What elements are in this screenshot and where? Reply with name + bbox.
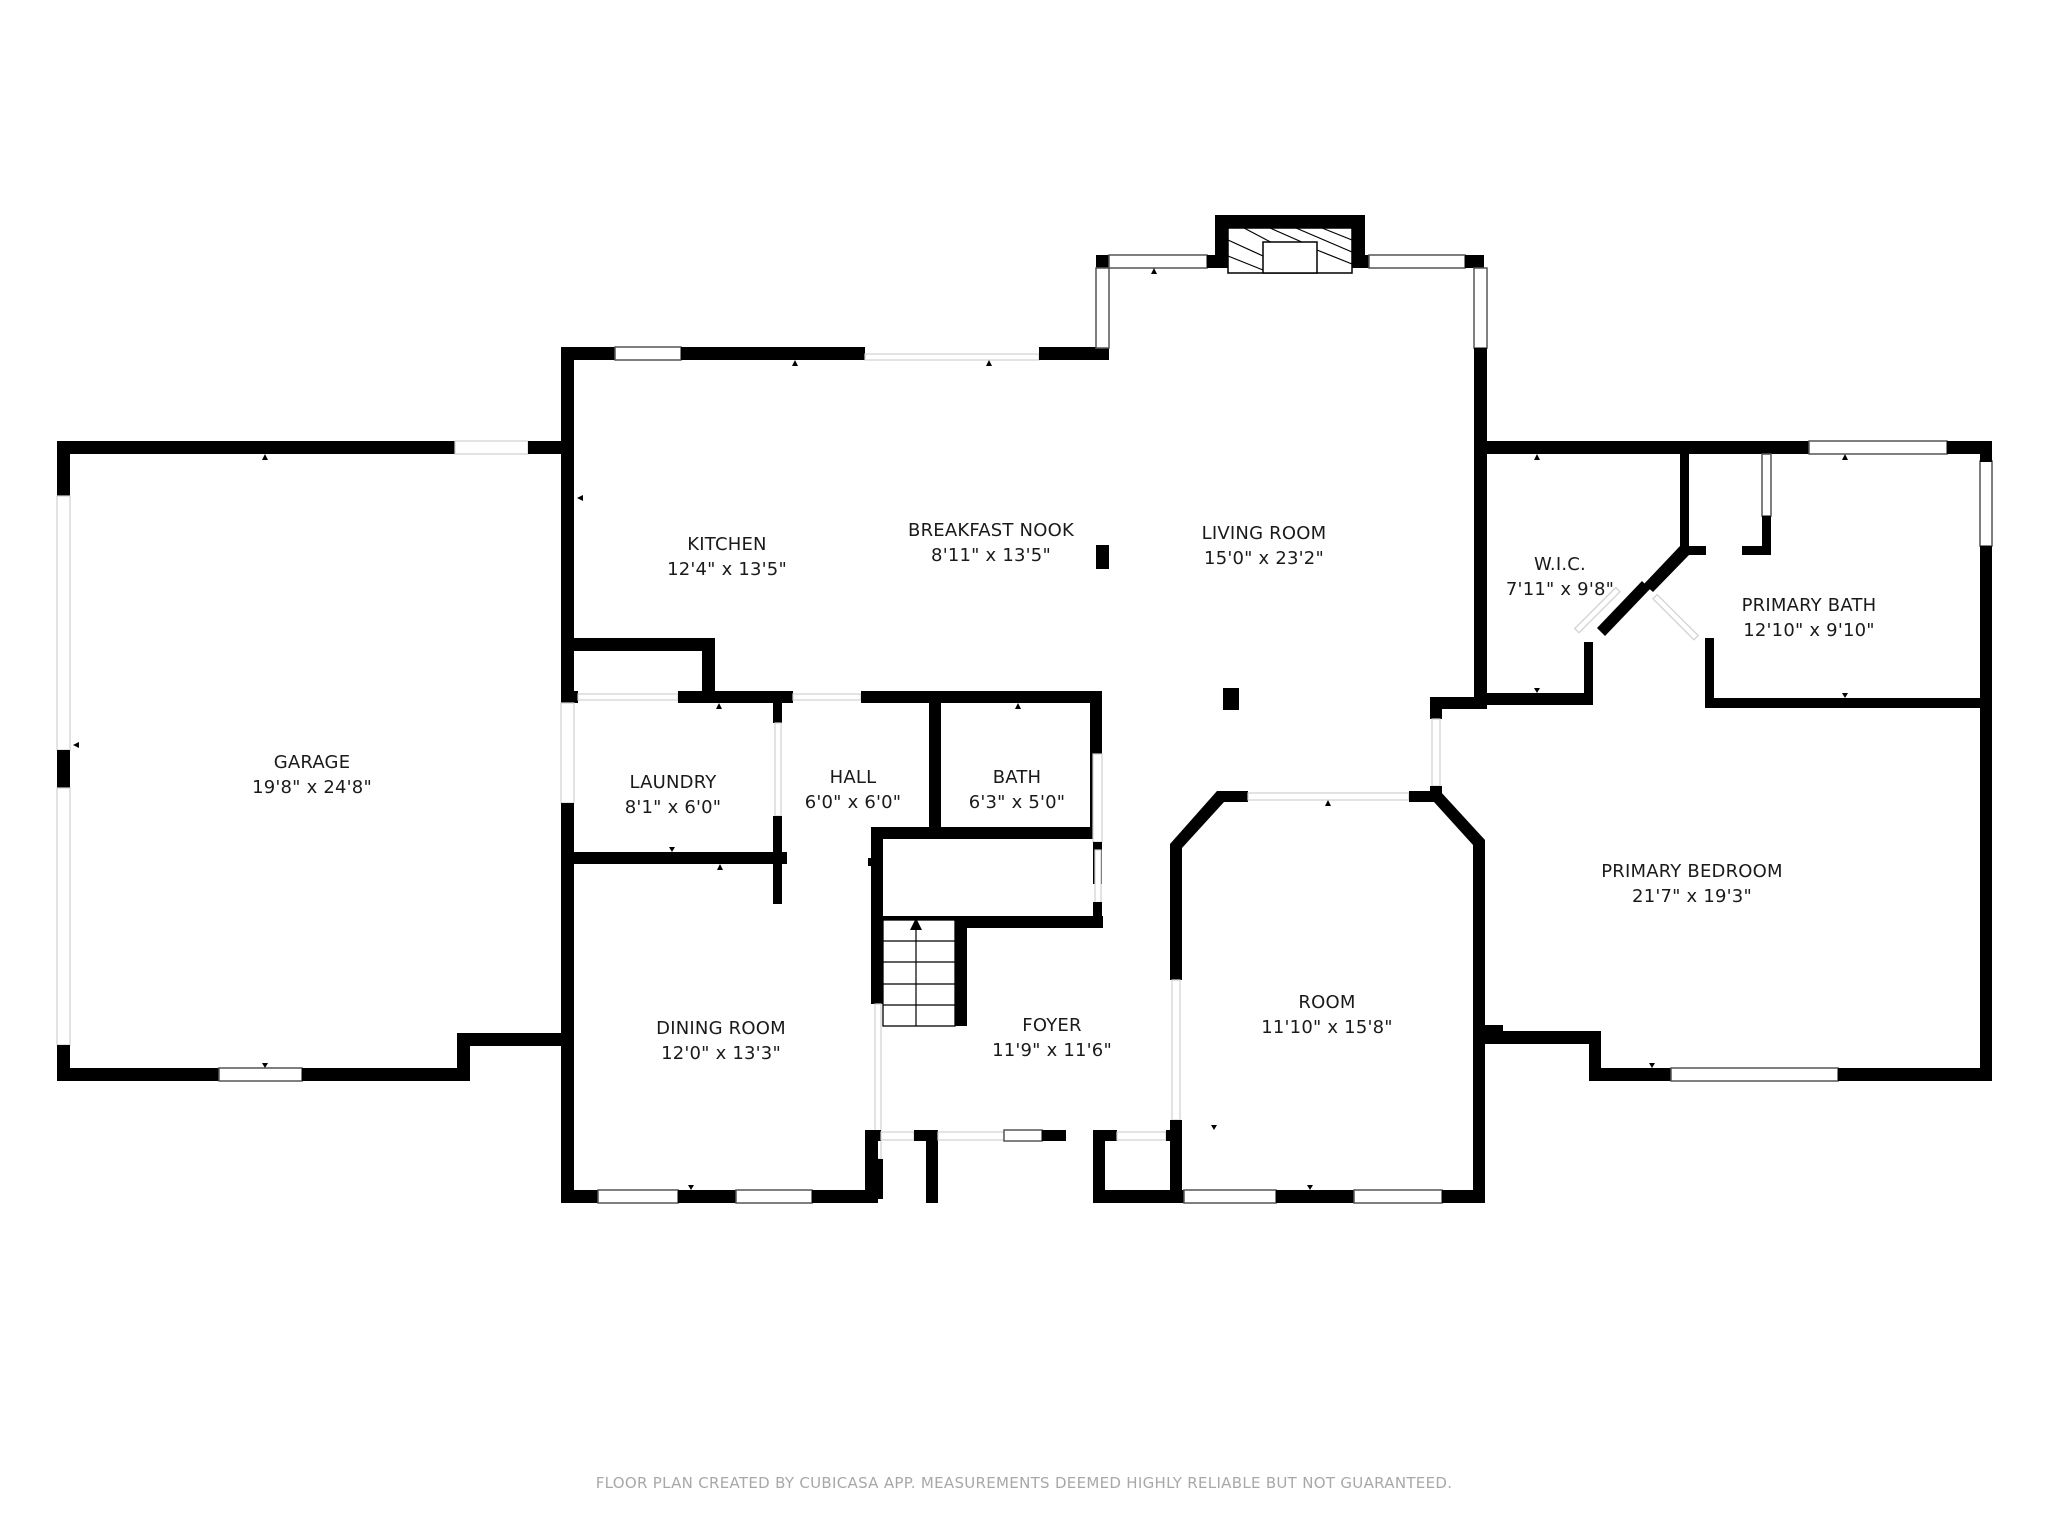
measurement-ticks xyxy=(73,268,1848,1190)
room-dimensions: 6'0" x 6'0" xyxy=(804,792,902,813)
room-dimensions: 8'11" x 13'5" xyxy=(931,545,1051,566)
room-name: PRIMARY BATH xyxy=(1741,595,1877,616)
room-name: BATH xyxy=(992,767,1042,788)
stairs-icon xyxy=(882,918,956,1027)
room-name: LIVING ROOM xyxy=(1201,523,1327,544)
room-label-room: ROOM 11'10" x 15'8" xyxy=(1261,990,1393,1040)
room-label-living-room: LIVING ROOM 15'0" x 23'2" xyxy=(1202,521,1327,571)
room-name: HALL xyxy=(829,767,877,788)
room-label-breakfast-nook: BREAKFAST NOOK 8'11" x 13'5" xyxy=(908,518,1074,568)
room-label-foyer: FOYER 11'9" x 11'6" xyxy=(992,1013,1112,1063)
room-dimensions: 8'1" x 6'0" xyxy=(624,797,722,818)
service-walls xyxy=(560,702,1103,1203)
room-dimensions: 6'3" x 5'0" xyxy=(968,792,1066,813)
room-dimensions: 7'11" x 9'8" xyxy=(1505,579,1615,600)
garage-walls xyxy=(56,440,568,1082)
room-dimensions: 12'0" x 13'3" xyxy=(661,1043,781,1064)
room-name: W.I.C. xyxy=(1534,554,1586,575)
room-dimensions: 15'0" x 23'2" xyxy=(1204,548,1324,569)
room-dimensions: 11'9" x 11'6" xyxy=(992,1040,1112,1061)
room-label-dining-room: DINING ROOM 12'0" x 13'3" xyxy=(656,1016,786,1066)
closet-walls xyxy=(871,827,1103,1199)
dining-foyer-walls xyxy=(561,1129,1181,1204)
room-name: BREAKFAST NOOK xyxy=(908,520,1074,541)
room-name: FOYER xyxy=(1022,1015,1082,1036)
room-name: ROOM xyxy=(1298,992,1356,1013)
room-label-bath: BATH 6'3" x 5'0" xyxy=(969,765,1066,815)
room-label-garage: GARAGE 19'8" x 24'8" xyxy=(252,750,372,800)
room-label-wic: W.I.C. 7'11" x 9'8" xyxy=(1506,552,1614,602)
room-name: GARAGE xyxy=(273,752,351,773)
room-name: KITCHEN xyxy=(687,534,767,555)
room-dimensions: 19'8" x 24'8" xyxy=(252,777,372,798)
room-name: LAUNDRY xyxy=(629,772,717,793)
fireplace-icon xyxy=(1227,227,1353,274)
room-dimensions: 12'4" x 13'5" xyxy=(667,559,787,580)
room-label-kitchen: KITCHEN 12'4" x 13'5" xyxy=(667,532,787,582)
primary-suite-walls xyxy=(1430,440,1993,1082)
room-dimensions: 11'10" x 15'8" xyxy=(1261,1017,1393,1038)
room-label-primary-bedroom: PRIMARY BEDROOM 21'7" x 19'3" xyxy=(1601,859,1783,909)
room-label-primary-bath: PRIMARY BATH 12'10" x 9'10" xyxy=(1742,593,1877,643)
room-dimensions: 12'10" x 9'10" xyxy=(1743,620,1875,641)
room-name: DINING ROOM xyxy=(656,1018,786,1039)
room-walls xyxy=(1170,791,1503,1204)
room-label-laundry: LAUNDRY 8'1" x 6'0" xyxy=(625,770,722,820)
main-walls xyxy=(561,215,1488,707)
room-name: PRIMARY BEDROOM xyxy=(1601,861,1783,882)
room-label-hall: HALL 6'0" x 6'0" xyxy=(805,765,902,815)
disclaimer-footer: FLOOR PLAN CREATED BY CUBICASA APP. MEAS… xyxy=(595,1474,1453,1492)
room-dimensions: 21'7" x 19'3" xyxy=(1632,886,1752,907)
